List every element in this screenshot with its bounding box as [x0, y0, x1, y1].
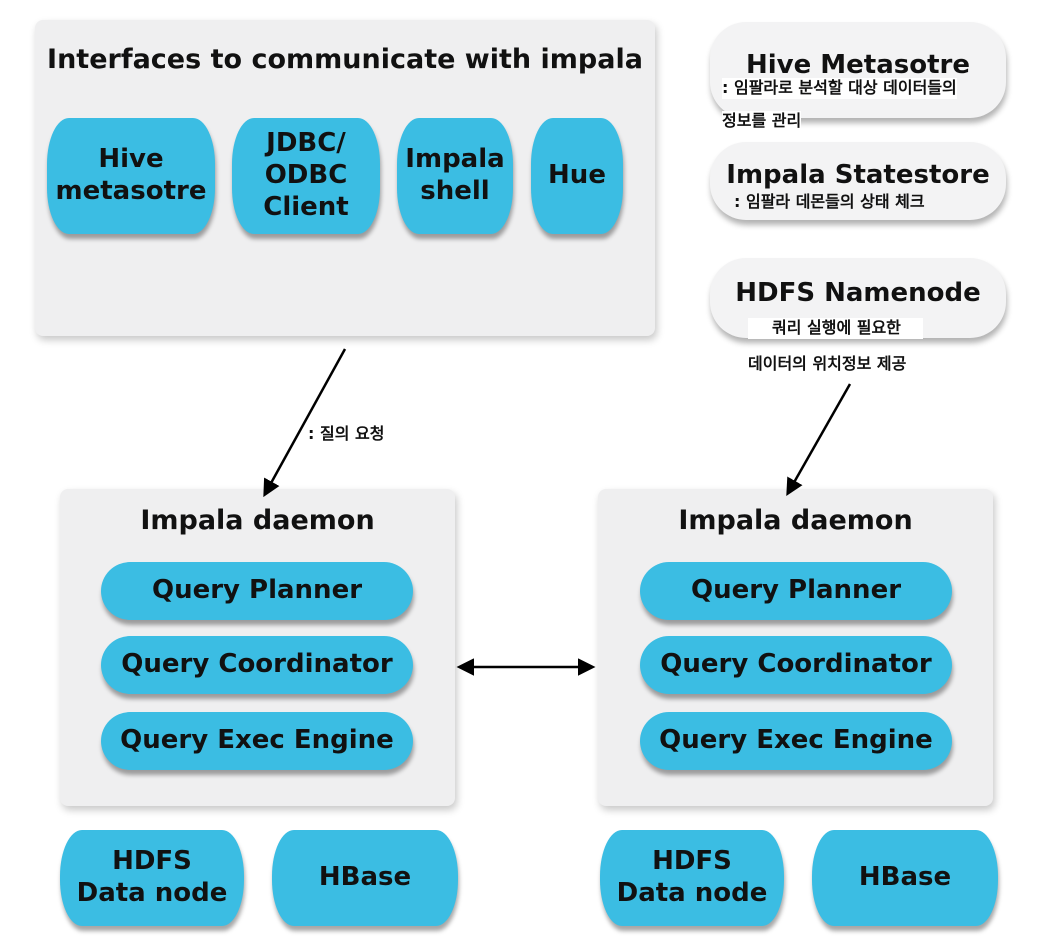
statestore-note: : 임팔라 데몬들의 상태 체크	[734, 192, 925, 211]
query-exec-engine-left: Query Exec Engine	[101, 712, 413, 770]
hdfs-data-node-left: HDFS Data node	[60, 830, 244, 926]
query-exec-engine-right: Query Exec Engine	[640, 712, 952, 770]
query-planner-right: Query Planner	[640, 562, 952, 620]
namenode-note-1: 쿼리 실행에 필요한	[748, 318, 923, 339]
interface-hive-metastore: Hive metasotre	[47, 118, 215, 234]
query-coordinator-left: Query Coordinator	[101, 636, 413, 694]
namenode-note-2: 데이터의 위치정보 제공	[748, 354, 907, 375]
interface-impala-shell: Impala shell	[397, 118, 513, 234]
namenode-title: HDFS Namenode	[735, 278, 981, 308]
interface-hue: Hue	[531, 118, 623, 234]
interface-jdbc-odbc-client: JDBC/ ODBC Client	[232, 118, 380, 234]
impala-daemon-right-title: Impala daemon	[678, 505, 913, 536]
query-request-arrow	[263, 348, 347, 498]
hive-metastore-note-1: : 임팔라로 분석할 대상 데이터들의	[722, 78, 957, 99]
hbase-left: HBase	[272, 830, 458, 926]
hdfs-data-node-right: HDFS Data node	[600, 830, 784, 926]
query-coordinator-right: Query Coordinator	[640, 636, 952, 694]
hive-metastore-title: Hive Metasotre	[745, 50, 970, 80]
namenode-arrow	[786, 383, 852, 497]
interfaces-title: Interfaces to communicate with impala	[47, 44, 643, 75]
query-planner-left: Query Planner	[101, 562, 413, 620]
statestore-title: Impala Statestore	[726, 160, 990, 190]
hbase-right: HBase	[812, 830, 998, 926]
query-request-label: : 질의 요청	[308, 424, 385, 443]
statestore-box: Impala Statestore	[710, 142, 1006, 220]
hive-metastore-box: Hive Metasotre	[710, 22, 1006, 118]
hive-metastore-note-2: 정보를 관리	[722, 111, 802, 132]
impala-daemon-left-title: Impala daemon	[140, 505, 375, 536]
